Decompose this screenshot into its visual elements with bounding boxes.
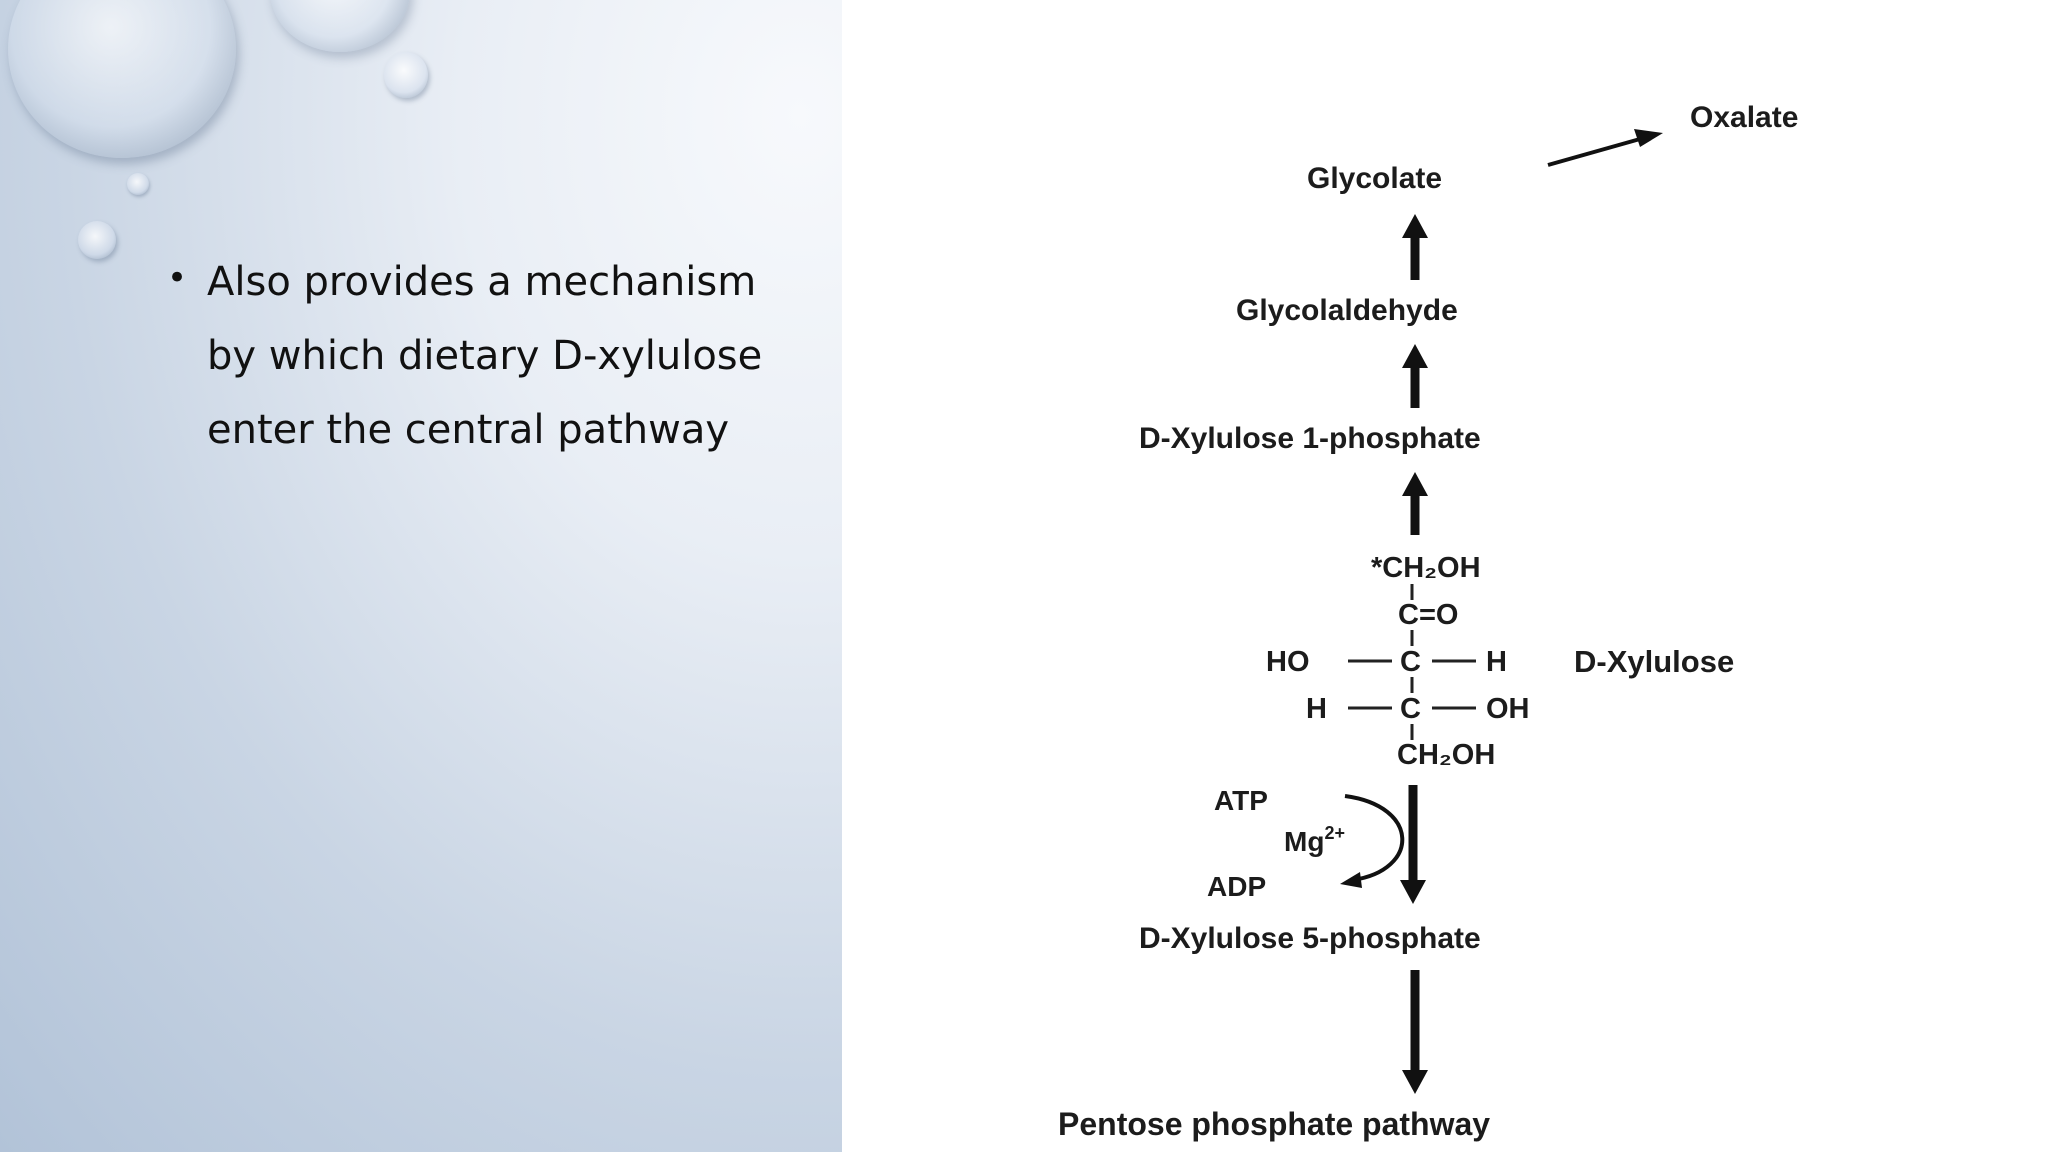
pentose-phosphate-pathway-label: Pentose phosphate pathway xyxy=(1058,1106,1490,1142)
left-panel: • Also provides a mechanism by which diet… xyxy=(0,0,842,1152)
bullet-text: Also provides a mechanism by which dieta… xyxy=(207,259,763,453)
water-drop-tiny xyxy=(127,173,149,195)
adp-arrowhead xyxy=(1340,872,1362,888)
x1p-arrowhead xyxy=(1402,472,1428,496)
atp-label: ATP xyxy=(1214,785,1268,816)
mg-charge: 2+ xyxy=(1324,823,1345,843)
oxalate-arrowhead xyxy=(1634,129,1663,147)
structure-row5: CH₂OH xyxy=(1397,739,1495,771)
glycolate-label: Glycolate xyxy=(1307,162,1442,195)
glycolate-to-oxalate-arrow xyxy=(1547,137,1641,167)
water-drop-round xyxy=(78,221,116,259)
bullet-item: • Also provides a mechanism by which diet… xyxy=(165,245,765,467)
water-drop-small xyxy=(384,52,428,98)
structure-row4-left: H xyxy=(1306,693,1327,725)
mg-label: Mg2+ xyxy=(1284,823,1345,857)
xylulose-structure: *CH₂OH C=O HO C H H C OH CH₂OH D-Xylulos… xyxy=(1266,552,1734,771)
glycolate-arrowhead xyxy=(1402,214,1428,238)
glycolaldehyde-label: Glycolaldehyde xyxy=(1236,294,1458,327)
x5p-arrowhead xyxy=(1400,880,1426,904)
structure-row2: C=O xyxy=(1398,599,1458,631)
structure-row4-carbon: C xyxy=(1400,693,1421,725)
pentose-arrowhead xyxy=(1402,1070,1428,1094)
bullet-dot: • xyxy=(167,258,188,298)
structure-row4-right: OH xyxy=(1486,693,1530,725)
d-xylulose-label: D-Xylulose xyxy=(1574,644,1734,679)
adp-label: ADP xyxy=(1207,871,1266,902)
mg-symbol: Mg xyxy=(1284,826,1324,857)
structure-row3-right: H xyxy=(1486,646,1507,678)
structure-row3-left: HO xyxy=(1266,646,1310,678)
structure-row3-carbon: C xyxy=(1400,646,1421,678)
xylulose-1-phosphate-label: D-Xylulose 1-phosphate xyxy=(1139,422,1481,455)
structure-row1: *CH₂OH xyxy=(1371,552,1481,584)
oxalate-label: Oxalate xyxy=(1690,101,1798,134)
glycolaldehyde-arrowhead xyxy=(1402,344,1428,368)
xylulose-5-phosphate-label: D-Xylulose 5-phosphate xyxy=(1139,922,1481,955)
bullet-list: • Also provides a mechanism by which diet… xyxy=(165,245,765,467)
atp-adp-curve xyxy=(1344,794,1405,882)
